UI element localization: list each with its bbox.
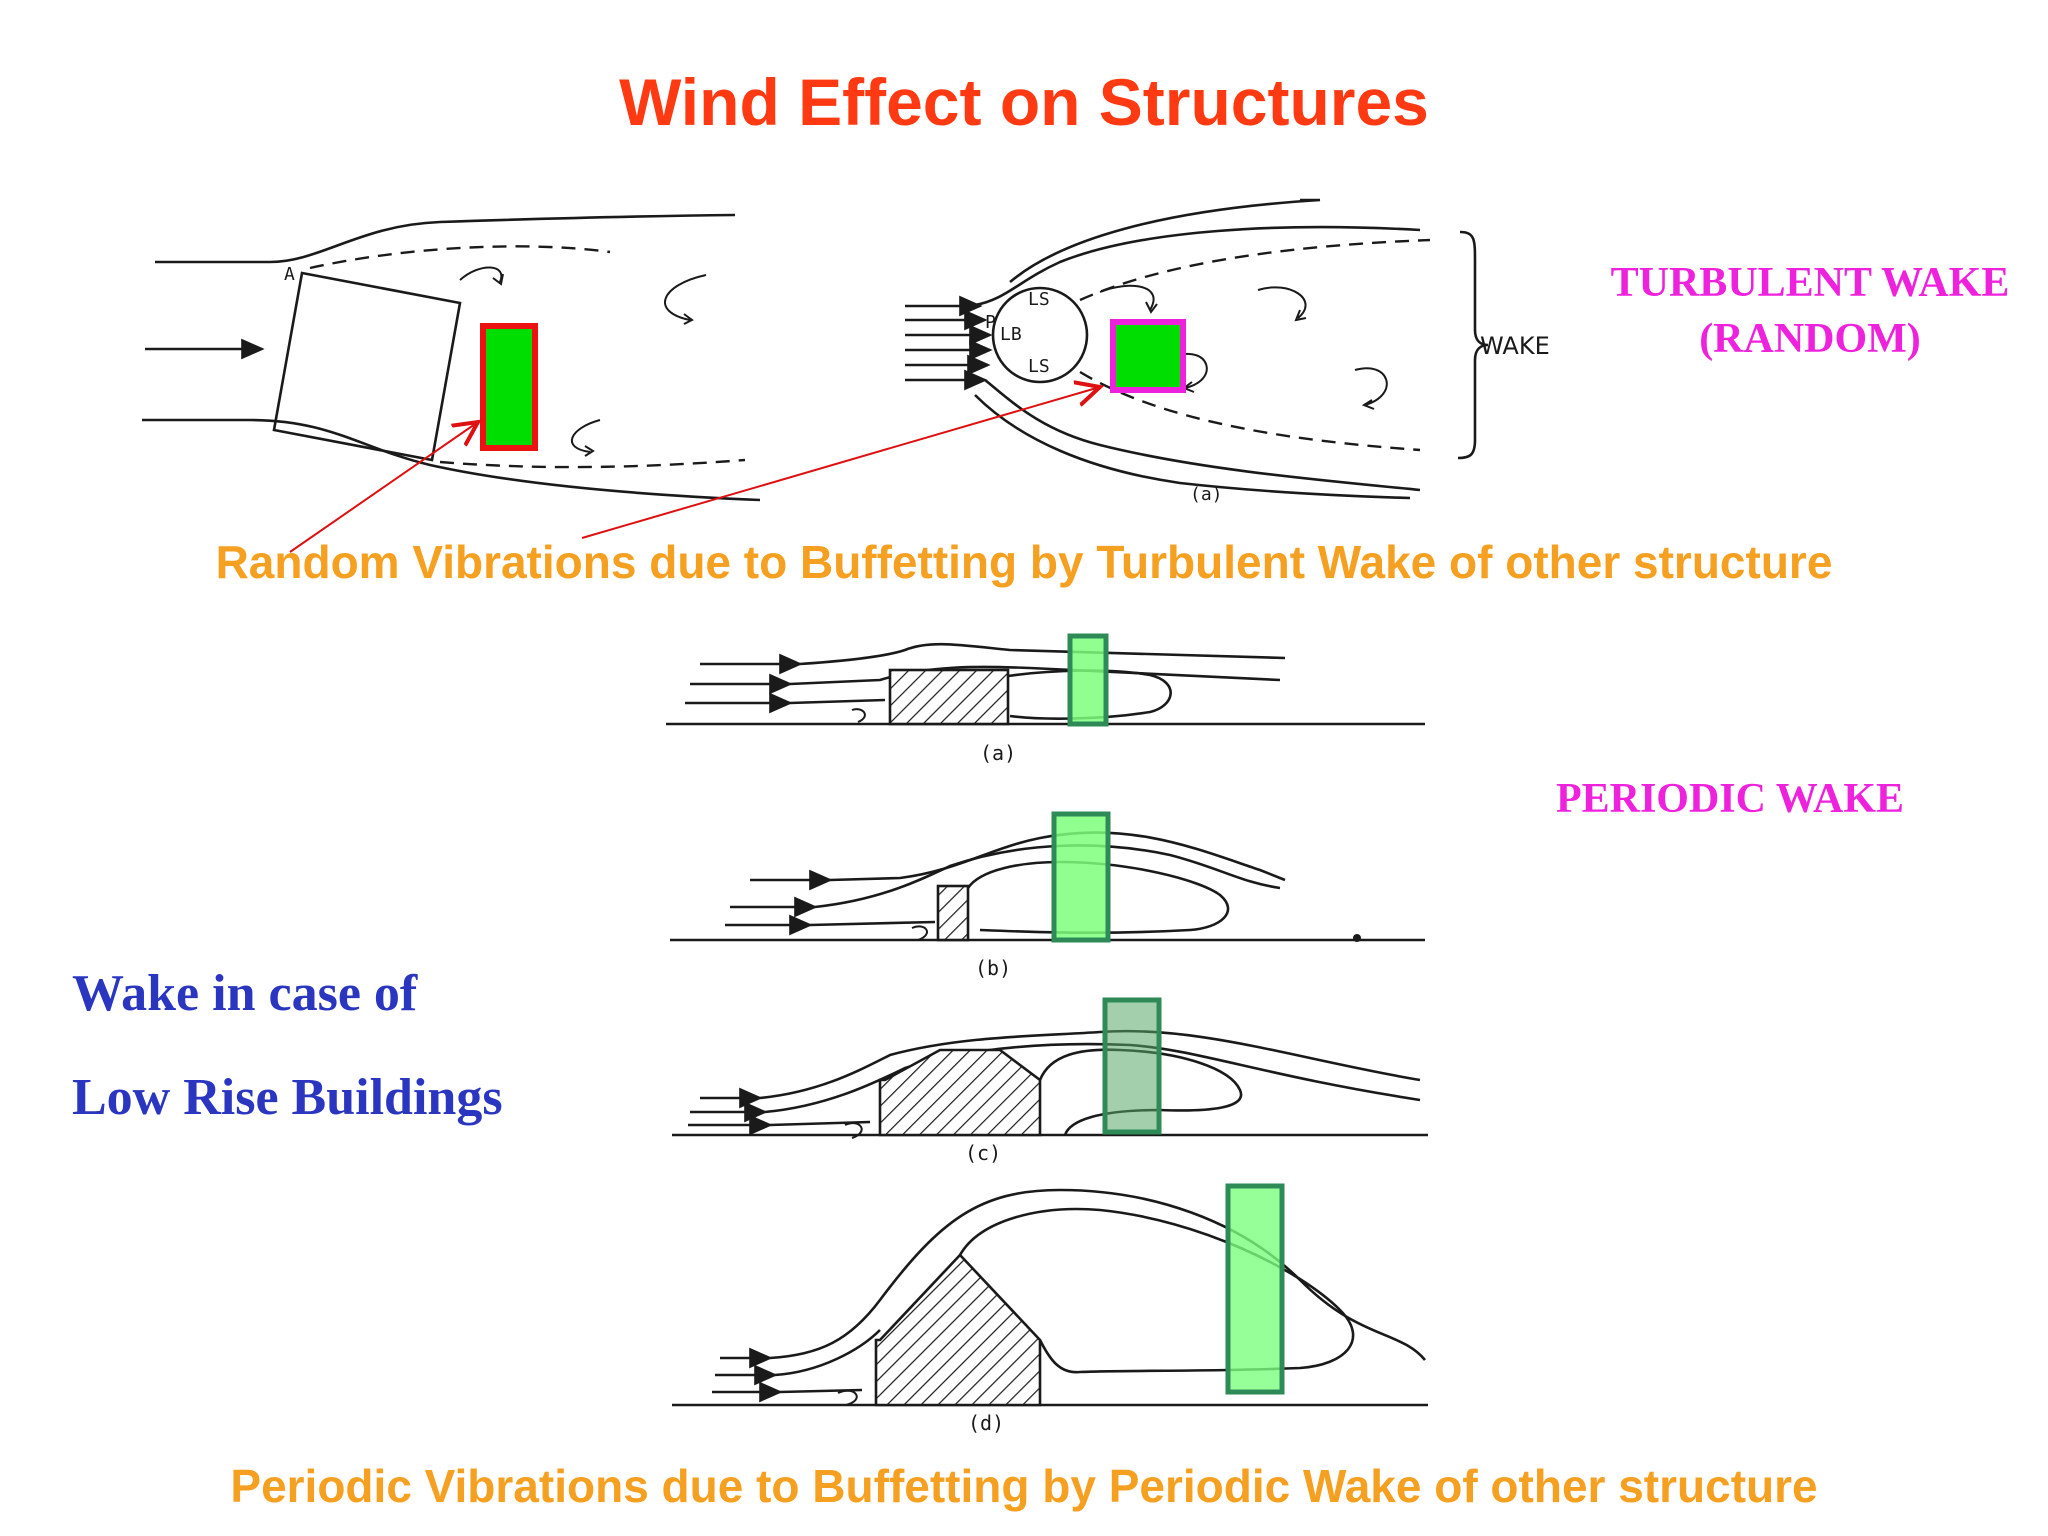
low-rise-building-d: (d) [672,1188,1428,1435]
sub-label-c: (c) [965,1141,1001,1165]
figure-label-top: (a) [1190,484,1223,505]
square-prism [272,271,462,462]
building-d [874,1253,1042,1407]
page-title: Wind Effect on Structures [619,65,1429,139]
highlight-box-magenta [1110,319,1186,393]
p-label: P [985,312,996,333]
building-b [936,884,970,942]
square-prism-flow: A [142,213,761,502]
sub-label-a: (a) [980,741,1016,765]
periodic-wake-label: PERIODIC WAKE [1555,776,1905,822]
wake-box-b [1051,811,1111,943]
low-rise-label-line2: Low Rise Buildings [72,1069,503,1126]
building-a [888,668,1010,726]
wake-box-d [1225,1183,1285,1395]
turbulent-wake-label: TURBULENT WAKE [1610,260,2010,306]
ls-top-label: LS [1028,289,1050,310]
wake-box-c [1102,997,1162,1135]
pointer-arrow-right [581,387,1100,539]
building-c [878,1048,1042,1137]
highlight-box-red [480,323,538,451]
wake-bracket-label: WAKE [1480,332,1550,360]
circular-cylinder [991,286,1089,384]
turbulent-wake-random-label: (RANDOM) [1699,316,1921,362]
pointer-arrow-left [289,422,478,553]
cylinder-flow: LS LB P LS WAKE (a) [905,198,1550,505]
low-rise-building-a: (a) [666,642,1425,765]
random-vibrations-caption: Random Vibrations due to Buffetting by T… [215,536,1833,588]
wake-box-a [1067,633,1109,727]
sub-label-b: (b) [975,956,1011,980]
sub-label-d: (d) [968,1411,1004,1435]
periodic-vibrations-caption: Periodic Vibrations due to Buffetting by… [230,1460,1818,1512]
low-rise-label-line1: Wake in case of [72,965,418,1022]
ls-bottom-label: LS [1028,356,1050,377]
low-rise-building-c: (c) [672,1029,1428,1165]
low-rise-building-b: (b) [670,831,1425,980]
lb-label: LB [1000,324,1022,345]
corner-a-label: A [284,264,295,285]
